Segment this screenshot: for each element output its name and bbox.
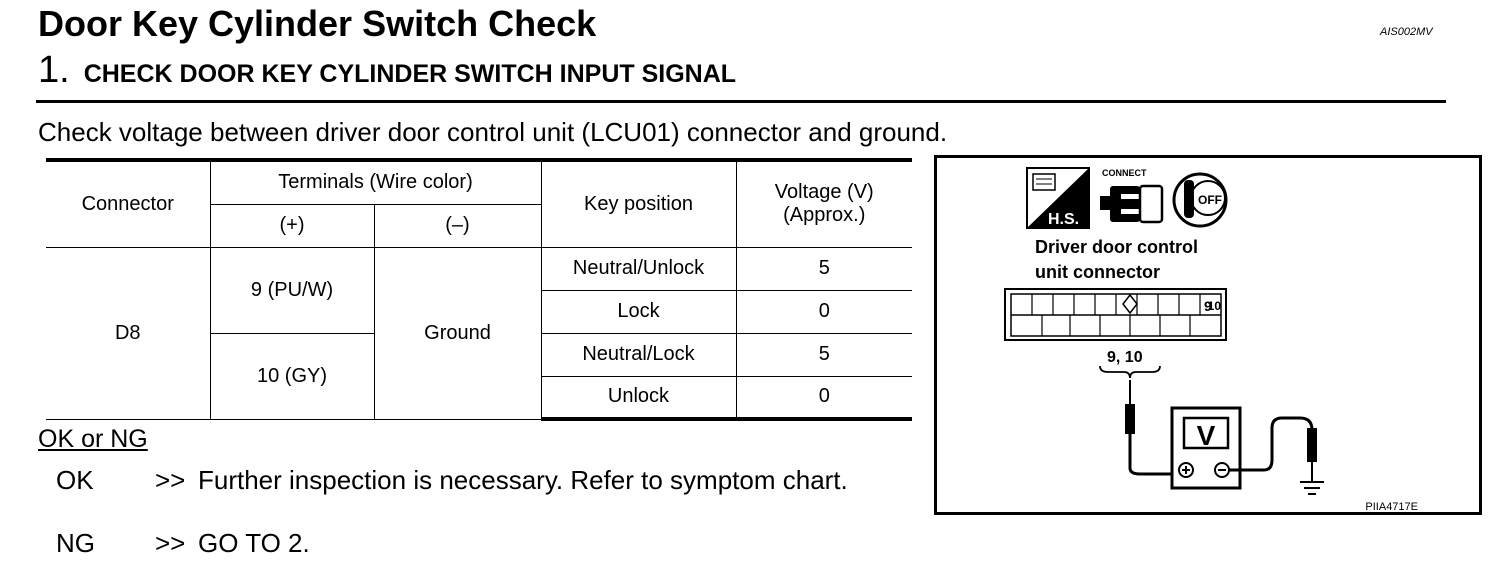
result-heading: OK or NG [38,425,148,453]
header-voltage-line1: Voltage (V) [774,181,874,204]
cell-key-position: Unlock [541,375,737,421]
step-title: CHECK DOOR KEY CYLINDER SWITCH INPUT SIG… [83,60,737,88]
cell-key-position: Lock [541,289,737,334]
cell-minus-terminal: Ground [373,246,542,420]
probe-bracket [1099,365,1161,379]
probe-negative [1229,416,1317,482]
step-heading: 1. CHECK DOOR KEY CYLINDER SWITCH INPUT S… [38,48,736,100]
connector-label-line1: Driver door control [1035,237,1198,257]
heading-divider [36,100,1446,103]
header-connector: Connector [46,158,211,248]
ng-arrow: >> [155,528,186,558]
header-plus: (+) [210,203,375,248]
header-voltage: Voltage (V) (Approx.) [735,158,912,248]
step-number: 1. [38,49,70,91]
diagram-frame [934,155,1482,515]
cell-voltage: 0 [735,289,912,334]
ignition-off-icon: OFF [1172,172,1228,228]
cell-key-position: Neutral/Unlock [540,246,737,291]
cell-connector: D8 [46,246,211,420]
reference-code: AIS002MV [1380,26,1433,38]
header-terminals: Terminals (Wire color) [209,158,542,205]
voltmeter: V [1170,406,1242,490]
hs-icon: H.S. [1026,167,1090,229]
header-voltage-line2: (Approx.) [783,204,866,227]
ground-symbol [1300,481,1324,495]
header-key-position: Key position [540,158,737,248]
cell-plus-terminal: 10 (GY) [210,332,375,420]
page-title: Door Key Cylinder Switch Check [38,3,597,44]
pin-10-label: 10 [1208,299,1222,313]
connector-label-line2: unit connector [1035,262,1160,282]
ng-code: NG [56,528,95,558]
instruction-text: Check voltage between driver door contro… [38,117,948,147]
ng-text: GO TO 2. [198,528,310,558]
voltmeter-label: V [1197,420,1216,451]
off-label: OFF [1198,193,1222,207]
connector-face: 9 10 [1004,288,1227,341]
ok-text: Further inspection is necessary. Refer t… [198,465,848,495]
header-minus: (–) [373,203,541,248]
connect-label: CONNECT [1102,168,1147,178]
ok-arrow: >> [155,465,186,495]
probe-pin-label: 9, 10 [1107,349,1143,366]
pin-9-label: 9 [1204,298,1212,314]
cell-plus-terminal: 9 (PU/W) [209,246,375,334]
ok-code: OK [56,465,94,495]
cell-voltage: 0 [735,375,912,421]
connect-icon: CONNECT [1100,168,1164,224]
figure-code: PIIA4717E [1365,501,1418,513]
hs-label: H.S. [1048,211,1079,228]
voltage-spec-table: Connector Terminals (Wire color) Key pos… [46,158,912,421]
probe-positive [1125,380,1180,476]
